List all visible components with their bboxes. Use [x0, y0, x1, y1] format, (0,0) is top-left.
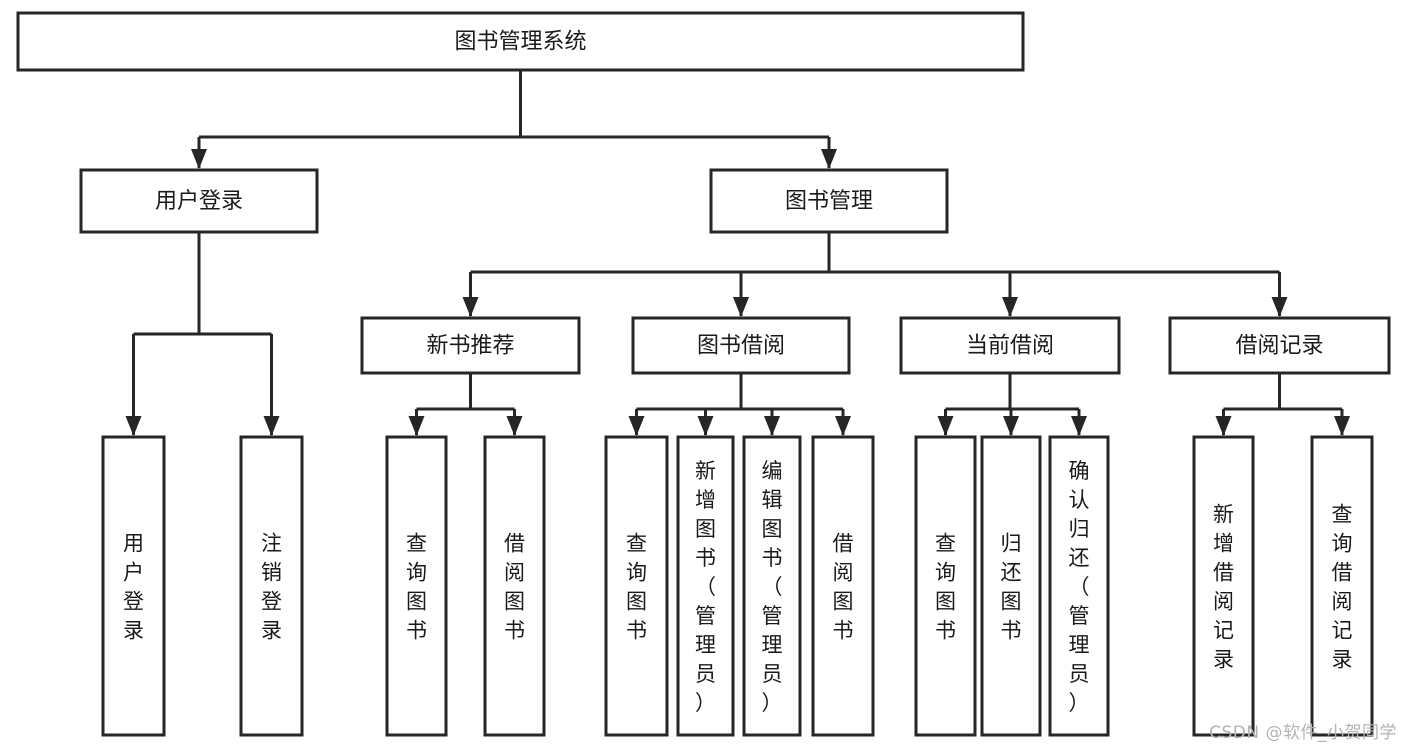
node-box[interactable]: [899, 316, 1121, 375]
node-box[interactable]: [914, 435, 977, 737]
root-node-node-e59bbee4b9a6e7aea1e79086e7b3bbe7bb9f[interactable]: 图书管理系统: [16, 11, 1025, 72]
arrow-head-icon: [408, 416, 425, 436]
arrow-head-icon: [462, 297, 479, 317]
node-box[interactable]: [1168, 316, 1391, 375]
node-box[interactable]: [16, 11, 1025, 72]
leaf-node-node-e5bd92e8bf98e59bbee4b9a6[interactable]: 归还图书: [980, 435, 1042, 737]
node-label: 归还图书: [1001, 532, 1022, 643]
leaf-node-node-e69fa5e8afa2e5809fe99885e8aeb0e5bd95[interactable]: 查询借阅记录: [1310, 435, 1374, 737]
leaf-node-node-e7a1aee8aea4e5bd92e8bf98efbc88e7aea1e79086e59198efbc89[interactable]: 确认归还（管理员）: [1048, 435, 1110, 737]
leaf-node-node-e69fa5e8afa2e59bbee4b9a6[interactable]: 查询图书: [385, 435, 448, 737]
leaf-node-node-e7bc96e8be91e59bbee4b9a6efbc88e7aea1e79086e59198efbc89[interactable]: 编辑图书（管理员）: [742, 435, 802, 737]
arrow-head-icon: [1215, 416, 1232, 436]
arrow-head-icon: [1271, 297, 1288, 317]
node-label: 借阅记录: [1235, 334, 1323, 359]
leaf-node-node-e69fa5e8afa2e59bbee4b9a6[interactable]: 查询图书: [914, 435, 977, 737]
node-label: 新书推荐: [426, 334, 514, 359]
node-box[interactable]: [483, 435, 546, 737]
level2-node-node-e59bbee4b9a6e7aea1e79086[interactable]: 图书管理: [709, 168, 949, 234]
node-box[interactable]: [709, 168, 949, 234]
level2-node-node-e794a8e688b7e799bbe5bd95[interactable]: 用户登录: [79, 168, 319, 234]
arrow-head-icon: [628, 416, 645, 436]
arrow-head-icon: [1071, 416, 1087, 436]
node-label: 借阅图书: [833, 532, 854, 643]
arrow-head-icon: [1002, 297, 1018, 317]
arrow-head-icon: [263, 416, 280, 436]
node-box[interactable]: [742, 435, 802, 737]
arrow-head-icon: [125, 416, 142, 436]
node-box[interactable]: [360, 316, 581, 375]
node-label: 查询图书: [935, 532, 956, 643]
arrow-head-icon: [821, 149, 837, 169]
node-label: 查询借阅记录: [1332, 503, 1353, 672]
arrow-head-icon: [191, 149, 207, 169]
node-label: 图书管理: [785, 189, 873, 214]
arrow-head-icon: [937, 416, 954, 436]
arrow-head-icon: [733, 297, 749, 317]
node-box[interactable]: [980, 435, 1042, 737]
node-label: 图书管理系统: [454, 30, 586, 55]
node-label: 查询图书: [406, 532, 427, 643]
node-label: 确认归还（管理员）: [1069, 459, 1090, 715]
leaf-node-node-e5809fe99885e59bbee4b9a6[interactable]: 借阅图书: [483, 435, 546, 737]
level3-node-node-e59bbee4b9a6e5809fe99885[interactable]: 图书借阅: [631, 316, 851, 375]
arrow-head-icon: [835, 416, 851, 436]
node-label: 新增借阅记录: [1213, 503, 1234, 672]
arrow-head-icon: [506, 416, 523, 436]
node-box[interactable]: [239, 435, 304, 737]
node-box[interactable]: [676, 435, 735, 737]
node-box[interactable]: [1192, 435, 1255, 737]
node-label: 用户登录: [123, 532, 144, 643]
node-label: 注销登录: [261, 532, 282, 643]
arrow-head-icon: [764, 416, 780, 436]
leaf-node-node-e794a8e688b7e799bbe5bd95[interactable]: 用户登录: [101, 435, 166, 737]
node-box[interactable]: [811, 435, 875, 737]
node-label: 编辑图书（管理员）: [762, 459, 783, 715]
leaf-node-node-e5809fe99885e59bbee4b9a6[interactable]: 借阅图书: [811, 435, 875, 737]
level3-node-node-e5bd93e5898de5809fe99885[interactable]: 当前借阅: [899, 316, 1121, 375]
node-label: 用户登录: [155, 189, 243, 214]
arrow-head-icon: [1334, 416, 1350, 436]
node-label: 新增图书（管理员）: [695, 459, 716, 715]
leaf-node-node-e6b3a8e99480e799bbe5bd95[interactable]: 注销登录: [239, 435, 304, 737]
node-label: 当前借阅: [966, 334, 1054, 359]
node-box[interactable]: [101, 435, 166, 737]
arrow-head-icon: [697, 416, 714, 436]
node-box[interactable]: [1048, 435, 1110, 737]
node-label: 借阅图书: [504, 532, 525, 643]
level3-node-node-e5809fe99885e8aeb0e5bd95[interactable]: 借阅记录: [1168, 316, 1391, 375]
node-box[interactable]: [1310, 435, 1374, 737]
leaf-node-node-e696b0e5a29ee5809fe99885e8aeb0e5bd95[interactable]: 新增借阅记录: [1192, 435, 1255, 737]
leaf-node-node-e69fa5e8afa2e59bbee4b9a6[interactable]: 查询图书: [604, 435, 669, 737]
node-label: 查询图书: [626, 532, 647, 643]
node-box[interactable]: [79, 168, 319, 234]
arrow-head-icon: [1003, 416, 1019, 436]
leaf-node-node-e696b0e5a29ee59bbee4b9a6efbc88e7aea1e79086e59198efbc89[interactable]: 新增图书（管理员）: [676, 435, 735, 737]
node-box[interactable]: [631, 316, 851, 375]
node-box[interactable]: [604, 435, 669, 737]
node-box[interactable]: [385, 435, 448, 737]
node-label: 图书借阅: [697, 334, 785, 359]
level3-node-node-e696b0e4b9a6e68ea8e88d90[interactable]: 新书推荐: [360, 316, 581, 375]
